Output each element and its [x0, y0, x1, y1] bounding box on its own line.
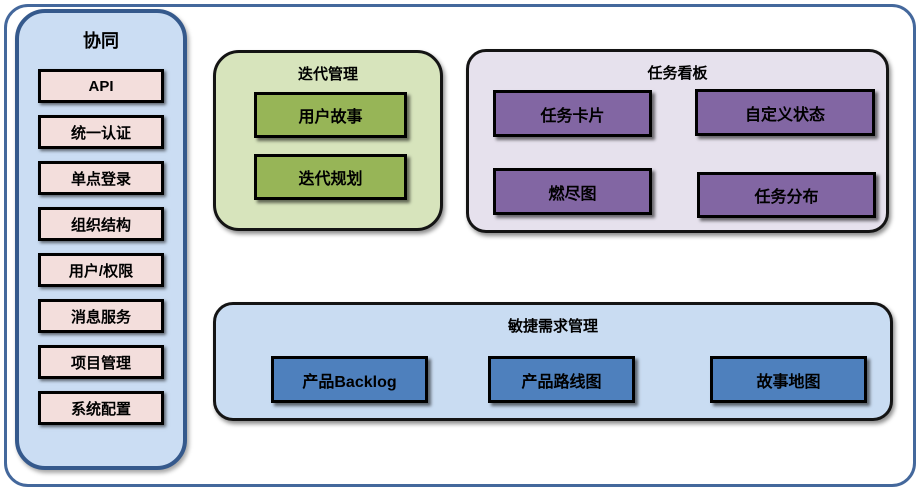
sidebar-item-list: API 统一认证 单点登录 组织结构 用户/权限 消息服务 项目管理 系统配置 — [38, 69, 164, 425]
sidebar-item-message-service: 消息服务 — [38, 299, 164, 333]
group-agile-title: 敏捷需求管理 — [507, 318, 598, 335]
node-task-distribution: 任务分布 — [697, 172, 876, 218]
node-burndown-chart: 燃尽图 — [493, 168, 652, 215]
group-iteration-title: 迭代管理 — [297, 66, 358, 83]
sidebar-collaboration-panel: 协同 API 统一认证 单点登录 组织结构 用户/权限 消息服务 项目管理 系统… — [15, 9, 187, 470]
group-task-board-title: 任务看板 — [647, 65, 708, 82]
node-task-card: 任务卡片 — [493, 90, 652, 137]
sidebar-item-project-management: 项目管理 — [38, 345, 164, 379]
sidebar-item-system-config: 系统配置 — [38, 391, 164, 425]
node-product-backlog: 产品Backlog — [271, 356, 428, 403]
group-agile-requirements: 敏捷需求管理 产品Backlog 产品路线图 故事地图 — [213, 302, 893, 421]
sidebar-item-user-permission: 用户/权限 — [38, 253, 164, 287]
sidebar-item-api: API — [38, 69, 164, 103]
node-story-map: 故事地图 — [710, 356, 867, 403]
node-user-story: 用户故事 — [254, 92, 407, 138]
group-task-board: 任务看板 任务卡片 自定义状态 燃尽图 任务分布 — [466, 49, 889, 233]
group-iteration-management: 迭代管理 用户故事 迭代规划 — [213, 50, 443, 231]
node-custom-status: 自定义状态 — [695, 89, 875, 136]
sidebar-item-sso: 单点登录 — [38, 161, 164, 195]
sidebar-title: 协同 — [83, 31, 119, 51]
sidebar-item-org-structure: 组织结构 — [38, 207, 164, 241]
node-iteration-planning: 迭代规划 — [254, 154, 407, 200]
sidebar-item-unified-auth: 统一认证 — [38, 115, 164, 149]
node-product-roadmap: 产品路线图 — [488, 356, 635, 403]
